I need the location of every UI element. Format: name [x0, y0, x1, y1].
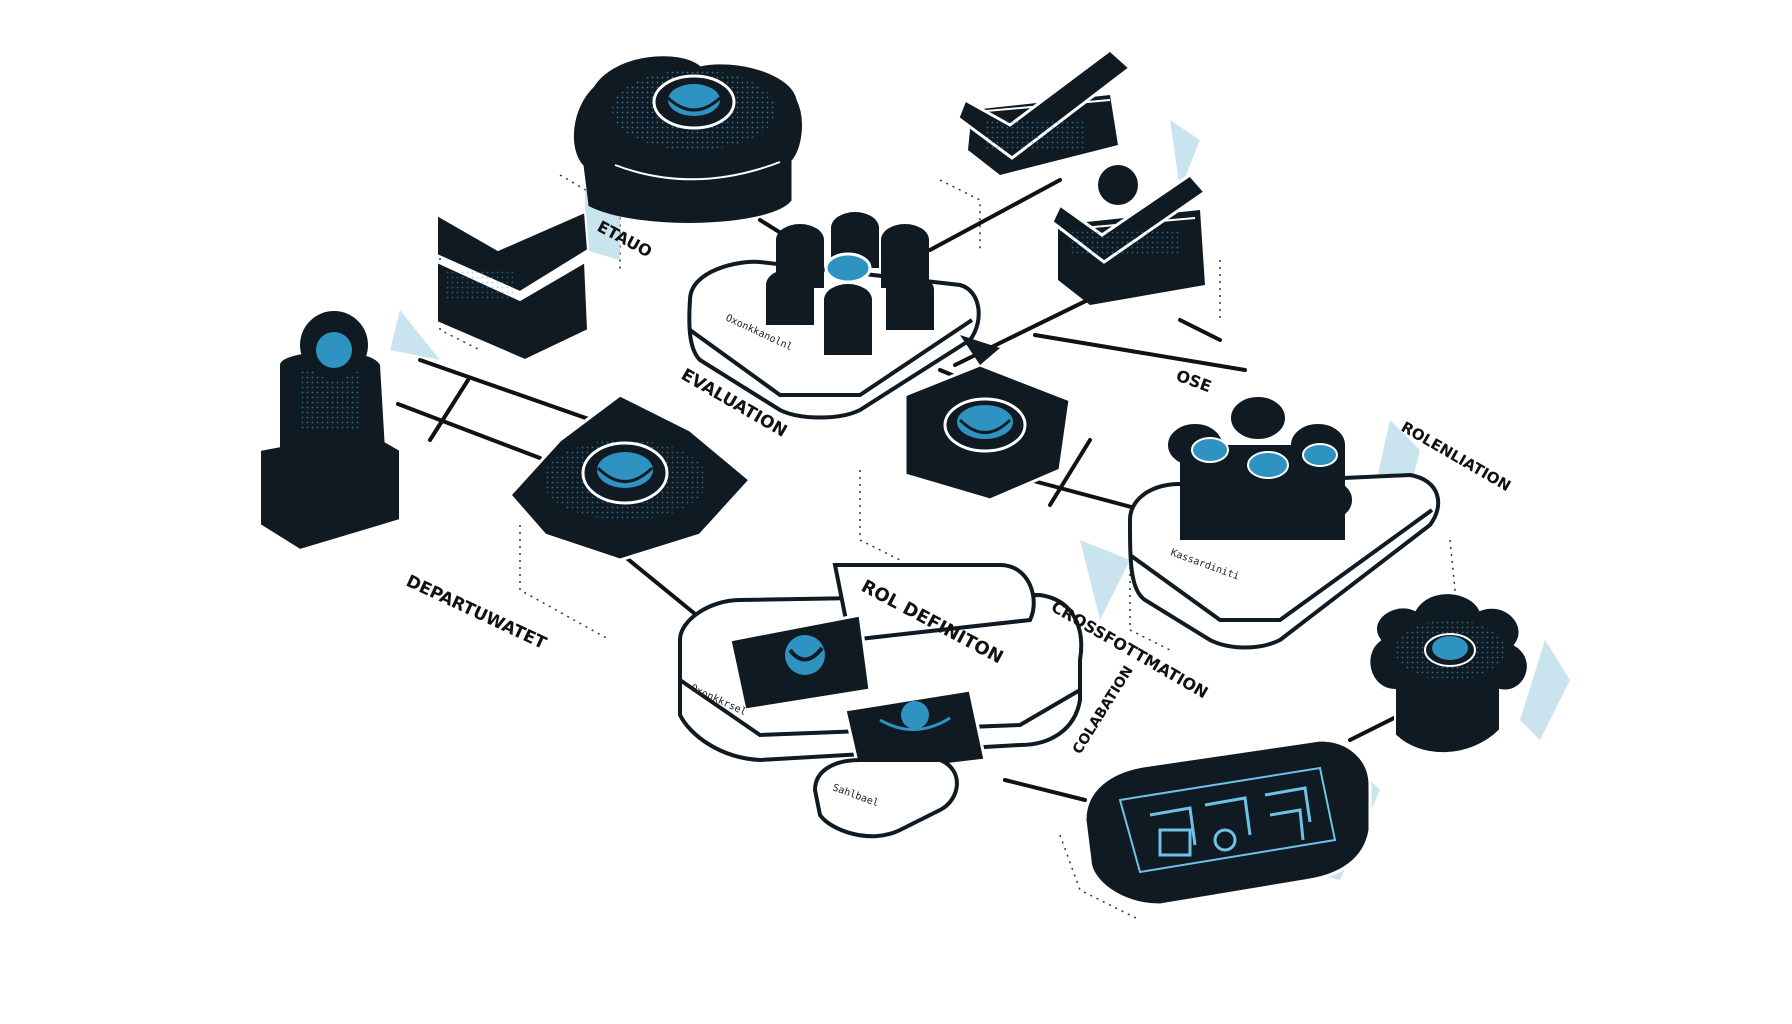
label-ose: OSE: [1174, 366, 1214, 396]
flower-node-icon: [573, 56, 802, 223]
gear-icon: [1368, 592, 1529, 755]
chevron-stack-icon: [436, 210, 590, 362]
star-node-icon: [507, 393, 753, 562]
checkmark-icon: [956, 48, 1133, 175]
cluster-platform: [1127, 395, 1441, 650]
gear-platform: [687, 212, 981, 420]
label-department: DEPARTUWATET: [403, 571, 550, 654]
bottom-panel: [812, 758, 959, 839]
person-icon: [259, 311, 401, 552]
role-definition-panel: [678, 563, 1084, 777]
person-check-icon: [1050, 165, 1208, 305]
chip-panel-icon: [1083, 738, 1372, 907]
star-node-center-icon: [903, 335, 1072, 502]
